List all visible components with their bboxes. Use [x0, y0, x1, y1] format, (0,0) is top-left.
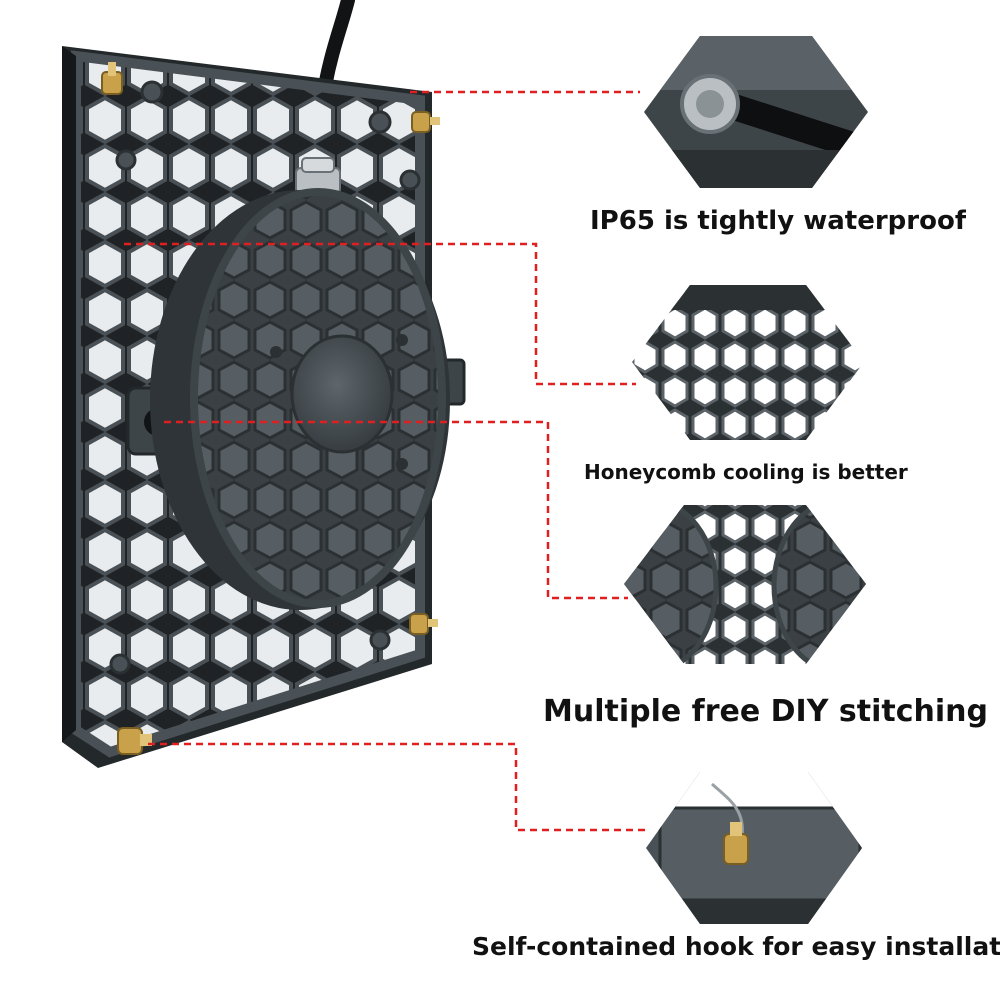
caption-hook: Self-contained hook for easy installatio…	[472, 932, 1000, 961]
cable-gland	[295, 157, 341, 195]
caption-cooling: Honeycomb cooling is better	[584, 460, 908, 484]
detail-hexagon-hook	[646, 772, 862, 924]
brass-pin-top-right	[411, 111, 440, 133]
brass-pin-top-left	[101, 62, 123, 95]
detail-hexagon-cooling	[632, 285, 864, 440]
mounting-bosses	[109, 80, 421, 675]
callout-lines	[124, 90, 650, 832]
driver-housing	[150, 188, 450, 610]
brass-hook-pins	[101, 62, 440, 755]
detail-hexagon-stitching	[624, 505, 866, 664]
brass-pin-bottom-right	[409, 613, 438, 635]
caption-stitching: Multiple free DIY stitching	[543, 694, 988, 729]
callout-line-hook	[148, 742, 650, 832]
detail-hexagon-waterproof	[644, 36, 868, 188]
callout-line-cooling	[124, 242, 636, 386]
callout-line-stitching	[164, 420, 628, 600]
caption-waterproof: IP65 is tightly waterproof	[590, 206, 967, 236]
